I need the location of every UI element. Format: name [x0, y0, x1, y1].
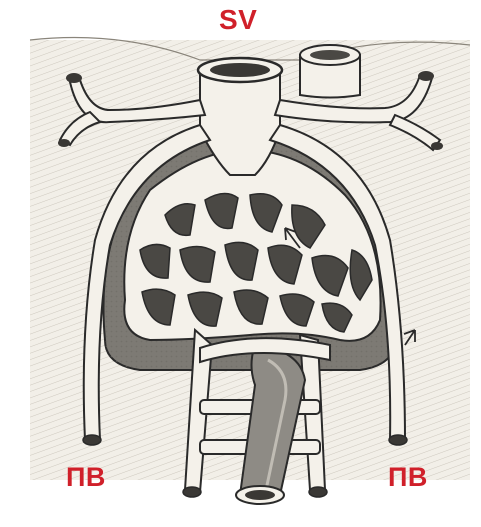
- label-pv-right: ПВ: [388, 462, 428, 493]
- tube-lumen: [245, 490, 275, 500]
- sv-lumen: [210, 63, 270, 77]
- bottom-opening-left: [183, 487, 201, 497]
- branch-end-right-lower: [431, 142, 443, 150]
- bottom-opening-right: [309, 487, 327, 497]
- branch-end-left: [66, 73, 82, 83]
- right-arch-opening: [389, 435, 407, 445]
- upper-vessel-lumen: [310, 50, 350, 60]
- label-sv: SV: [219, 4, 257, 36]
- label-pv-left: ПВ: [66, 462, 106, 493]
- branch-end-left-lower: [58, 139, 70, 147]
- branch-end-right: [418, 71, 434, 81]
- left-arch-opening: [83, 435, 101, 445]
